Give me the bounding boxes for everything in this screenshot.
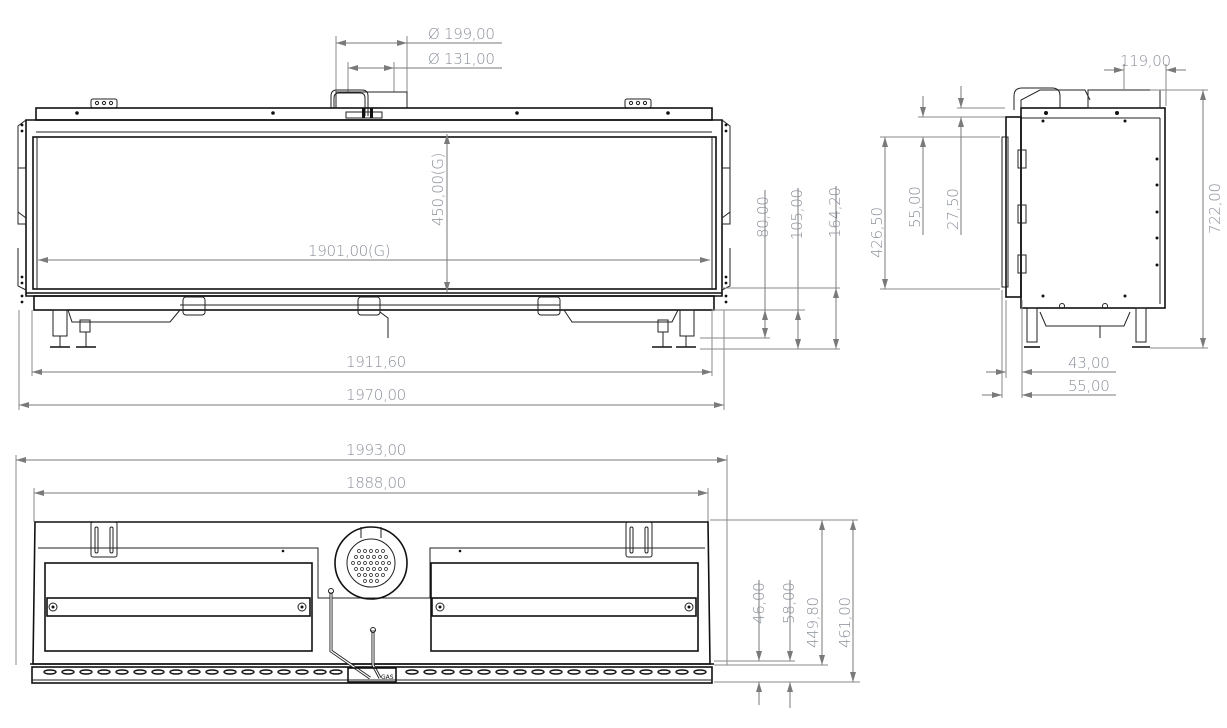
inner-width-label: 1911,60 [346, 353, 406, 371]
dim-27-label: 27,50 [944, 189, 962, 230]
flue-inner-diameter-label: Ø 131,00 [428, 50, 495, 68]
top-offset-label: 119,00 [1120, 52, 1171, 70]
dim-55-vertical-label: 55,00 [906, 187, 924, 228]
dim-55-horizontal-label: 55,00 [1068, 377, 1109, 395]
glass-height-label: 450,00(G) [429, 153, 447, 226]
gas-connector-tag: GAS [381, 674, 394, 681]
front-height-dimensions: 80,00 105,00 164,20 [700, 186, 844, 350]
depth-overall-label: 461,00 [836, 597, 854, 648]
depth-inner-label: 449,80 [804, 597, 822, 648]
opening-height-label: 426,50 [868, 207, 886, 258]
glass-dimensions: 1901,00(G) 450,00(G) [38, 134, 710, 292]
dim-105-label: 105,00 [788, 189, 806, 240]
flue-dimensions: Ø 199,00 Ø 131,00 [335, 25, 502, 92]
front-width-dimensions: 1911,60 1970,00 [18, 310, 725, 410]
glass-width-label: 1901,00(G) [308, 242, 390, 260]
side-view: 119,00 722,00 426,50 55,00 27,50 43,00 [868, 52, 1224, 398]
top-lifting-brackets [90, 98, 652, 109]
front-view: Ø 199,00 Ø 131,00 [17, 25, 844, 410]
overall-height-label: 722,00 [1206, 183, 1224, 234]
dim-80-label: 80,00 [754, 197, 772, 238]
top-overall-width-label: 1993,00 [346, 441, 406, 459]
front-frame [17, 107, 731, 311]
dim-164-label: 164,20 [826, 187, 844, 238]
top-view: 1993,00 1888,00 [15, 441, 860, 708]
dim-43-label: 43,00 [1068, 354, 1109, 372]
dim-58-label: 58,00 [780, 583, 798, 624]
top-inner-width-label: 1888,00 [346, 474, 406, 492]
front-feet [50, 296, 696, 348]
flue-collar [330, 89, 408, 119]
flue-outer-diameter-label: Ø 199,00 [428, 25, 495, 43]
dim-46-label: 46,00 [750, 583, 768, 624]
vent-slots [43, 669, 707, 675]
flue-grille [334, 526, 408, 600]
overall-width-label: 1970,00 [346, 386, 406, 404]
